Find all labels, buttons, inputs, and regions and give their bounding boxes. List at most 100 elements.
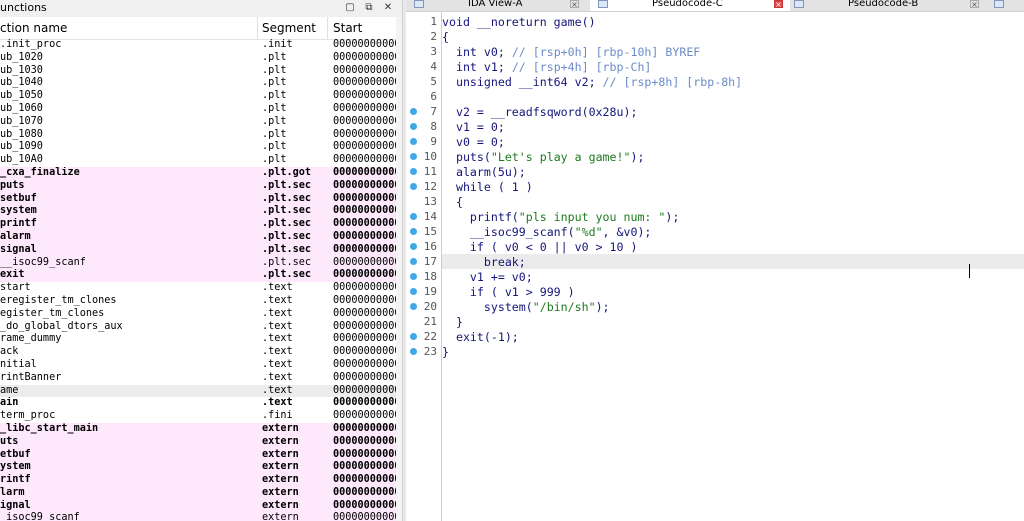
breakpoint-dot-icon[interactable] — [410, 153, 417, 160]
breakpoint-dot-icon[interactable] — [410, 138, 417, 145]
code-line[interactable]: 8 v1 = 0; — [406, 119, 1024, 134]
breakpoint-dot-icon[interactable] — [410, 333, 417, 340]
code-line[interactable]: 4 int v1; // [rsp+4h] [rbp-Ch] — [406, 59, 1024, 74]
function-start-cell: 000000000000 — [333, 461, 402, 473]
breakpoint-dot-icon[interactable] — [410, 228, 417, 235]
tab-ida-view-a[interactable]: IDA View-A× — [406, 0, 586, 11]
functions-scrollbar[interactable] — [396, 17, 402, 521]
code-line[interactable]: 23} — [406, 344, 1024, 359]
column-header-segment[interactable]: Segment — [262, 21, 316, 35]
function-start-cell: 000000000000 — [333, 90, 402, 102]
function-segment-cell: .plt.sec — [262, 256, 312, 268]
close-window-icon[interactable]: ✕ — [383, 2, 393, 13]
breakpoint-dot-icon[interactable] — [410, 258, 417, 265]
code-line[interactable]: 16 if ( v0 < 0 || v0 > 10 ) — [406, 239, 1024, 254]
code-line[interactable]: 14 printf("pls input you num: "); — [406, 209, 1024, 224]
code-line[interactable]: 5 unsigned __int64 v2; // [rsp+8h] [rbp-… — [406, 74, 1024, 89]
code-line[interactable]: 13 { — [406, 194, 1024, 209]
float-window-icon[interactable]: ▢ — [345, 2, 355, 13]
breakpoint-dot-icon[interactable] — [410, 273, 417, 280]
restore-window-icon[interactable]: ⧉ — [365, 2, 373, 13]
code-line[interactable]: 21 } — [406, 314, 1024, 329]
code-line[interactable]: 7 v2 = __readfsqword(0x28u); — [406, 104, 1024, 119]
close-tab-icon[interactable]: × — [570, 0, 579, 9]
tab-pseudocode-c[interactable]: Pseudocode-C× — [590, 0, 790, 11]
function-segment-cell: .text — [262, 397, 293, 409]
close-tab-icon[interactable]: × — [970, 0, 979, 9]
code-line[interactable]: 20 system("/bin/sh"); — [406, 299, 1024, 314]
code-line[interactable]: 9 v0 = 0; — [406, 134, 1024, 149]
tab-overflow[interactable] — [986, 0, 1024, 11]
column-header-name[interactable]: ction name — [0, 21, 68, 35]
code-line[interactable]: 2{ — [406, 29, 1024, 44]
code-line[interactable]: 3 int v0; // [rsp+0h] [rbp-10h] BYREF — [406, 44, 1024, 59]
code-line[interactable]: 12 while ( 1 ) — [406, 179, 1024, 194]
breakpoint-dot-icon[interactable] — [410, 288, 417, 295]
code-line[interactable]: 18 v1 += v0; — [406, 269, 1024, 284]
column-header-start[interactable]: Start — [333, 21, 363, 35]
code-line[interactable]: 19 if ( v1 > 999 ) — [406, 284, 1024, 299]
breakpoint-dot-icon[interactable] — [410, 348, 417, 355]
breakpoint-dot-icon[interactable] — [410, 108, 417, 115]
close-tab-icon[interactable]: × — [774, 0, 783, 9]
code-line[interactable]: 22 exit(-1); — [406, 329, 1024, 344]
code-line[interactable]: 15 __isoc99_scanf("%d", &v0); — [406, 224, 1024, 239]
code-line[interactable]: 11 alarm(5u); — [406, 164, 1024, 179]
function-name-cell: puts — [0, 179, 25, 191]
code-line[interactable]: 10 puts("Let's play a game!"); — [406, 149, 1024, 164]
breakpoint-dot-icon[interactable] — [410, 303, 417, 310]
breakpoint-dot-icon[interactable] — [410, 123, 417, 130]
code-line[interactable]: 17 break; — [406, 254, 1024, 269]
code-line[interactable]: 6 — [406, 89, 1024, 104]
tab-pseudocode-b[interactable]: Pseudocode-B× — [786, 0, 986, 11]
column-divider[interactable] — [327, 17, 328, 39]
breakpoint-dot-icon[interactable] — [410, 168, 417, 175]
column-divider[interactable] — [257, 17, 258, 39]
panel-splitter[interactable] — [402, 0, 407, 521]
function-segment-cell: .plt — [262, 77, 287, 89]
breakpoint-dot-icon[interactable] — [410, 183, 417, 190]
breakpoint-dot-icon[interactable] — [410, 243, 417, 250]
breakpoint-dot-icon[interactable] — [410, 213, 417, 220]
